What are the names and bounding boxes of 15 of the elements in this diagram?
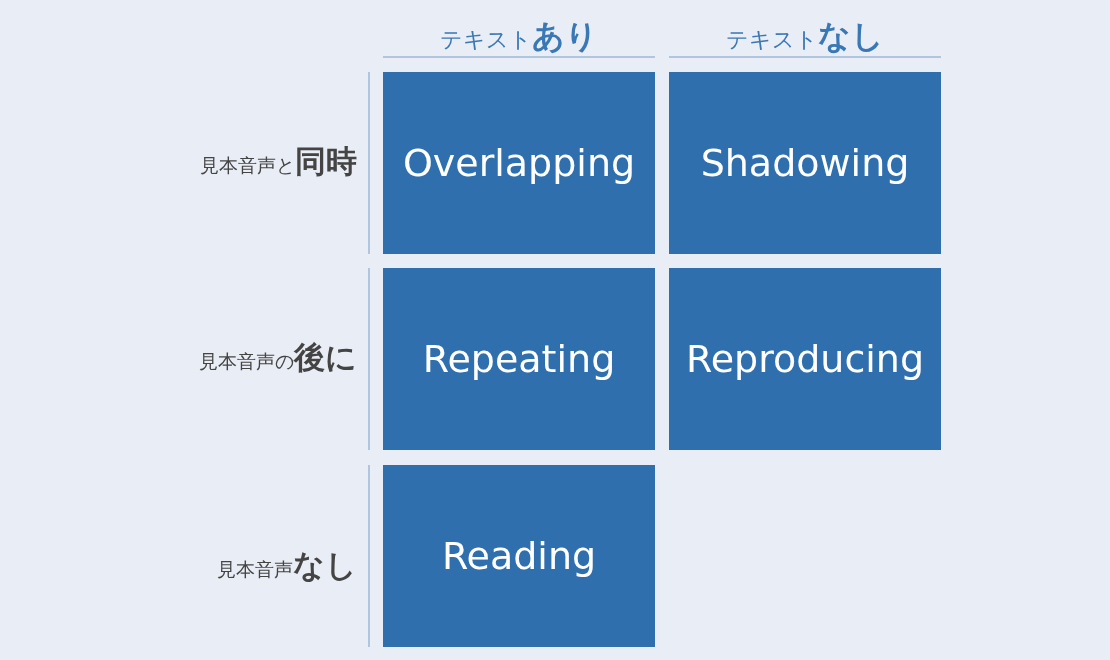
box-label: Reproducing <box>685 337 925 381</box>
column-header: テキストあり <box>439 20 599 52</box>
box-label: Shadowing <box>700 141 910 185</box>
quadrant-box <box>383 268 655 450</box>
quadrant-box <box>383 72 655 254</box>
quadrant-box <box>383 465 655 647</box>
box-label: Overlapping <box>402 141 636 185</box>
quadrant-box <box>669 268 941 450</box>
column-header: テキストなし <box>725 20 885 52</box>
box-label: Reading <box>441 534 597 578</box>
row-header: 見本音声なし <box>216 550 357 581</box>
quadrant-box <box>669 72 941 254</box>
row-header: 見本音声の後に <box>198 342 357 373</box>
box-label: Repeating <box>422 337 616 381</box>
row-header: 見本音声と同時 <box>199 146 357 177</box>
